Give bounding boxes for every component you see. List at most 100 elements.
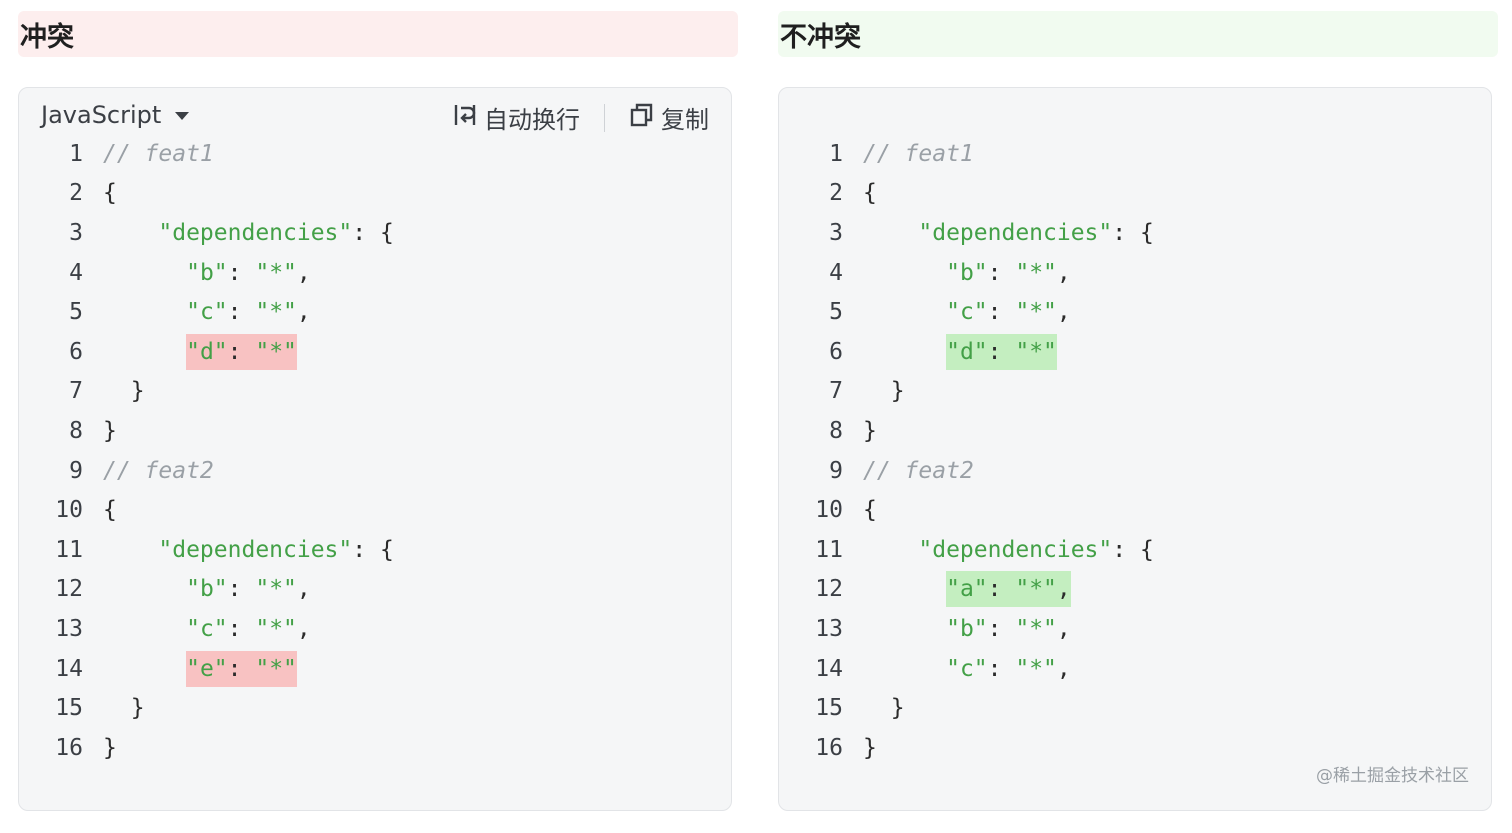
code-punctuation: }	[103, 734, 117, 761]
conflict-code-block: JavaScript 自动换行	[18, 87, 732, 811]
code-text: {	[863, 180, 877, 206]
code-text: {	[103, 180, 117, 206]
code-string: "*"	[255, 576, 297, 603]
code-indent	[103, 260, 186, 286]
code-string: "dependencies"	[158, 219, 353, 246]
code-line: 3 "dependencies": {	[779, 213, 1491, 253]
code-comment: // feat2	[103, 457, 214, 484]
code-string: "*"	[255, 615, 297, 642]
code-punctuation: : {	[1112, 536, 1154, 563]
code-punctuation: }	[863, 734, 877, 761]
code-text: // feat1	[863, 141, 974, 167]
code-line: 7 }	[19, 372, 731, 412]
code-text: "b": "*",	[186, 260, 311, 286]
code-indent	[863, 576, 946, 602]
code-punctuation: ,	[296, 259, 311, 286]
code-line: 6 "d": "*"	[779, 332, 1491, 372]
code-indent	[863, 695, 891, 721]
line-number: 9	[829, 457, 843, 484]
code-line: 8}	[19, 411, 731, 451]
code-line: 1 // feat1	[779, 134, 1491, 174]
code-text: "c": "*",	[946, 299, 1071, 325]
code-text: "b": "*",	[946, 616, 1071, 642]
code-punctuation: :	[227, 615, 256, 642]
code-indent	[103, 616, 186, 642]
code-string: "b"	[186, 259, 228, 286]
code-text: }	[103, 735, 117, 761]
line-number: 7	[69, 378, 83, 405]
code-line: 7 }	[779, 372, 1491, 412]
line-number: 11	[815, 536, 843, 563]
code-string: "c"	[186, 615, 228, 642]
line-number: 5	[69, 299, 83, 326]
code-toolbar: JavaScript 自动换行	[19, 88, 731, 144]
code-text: "c": "*",	[186, 299, 311, 325]
highlighted-code: "e": "*"	[186, 650, 297, 687]
code-string: "c"	[946, 655, 988, 682]
code-text: "dependencies": {	[918, 537, 1153, 563]
word-wrap-label: 自动换行	[484, 106, 580, 134]
line-number: 16	[55, 734, 83, 761]
code-string: "d"	[946, 338, 988, 365]
code-line: 12 "a": "*",	[779, 570, 1491, 610]
language-selector[interactable]: JavaScript	[41, 101, 190, 129]
code-text: "dependencies": {	[158, 537, 393, 563]
code-punctuation: ,	[1056, 576, 1071, 603]
line-number: 15	[815, 695, 843, 722]
code-text: }	[891, 695, 905, 721]
word-wrap-button[interactable]: 自动换行	[452, 100, 580, 135]
code-string: "e"	[186, 655, 228, 682]
code-indent	[103, 695, 131, 721]
code-punctuation: : {	[1112, 219, 1154, 246]
code-string: "*"	[1015, 615, 1057, 642]
code-indent	[863, 339, 946, 365]
code-text: "c": "*",	[946, 656, 1071, 682]
line-number: 7	[829, 378, 843, 405]
code-actions: 自动换行 复制	[452, 100, 709, 135]
line-number: 2	[829, 180, 843, 207]
code-line: 4 "b": "*",	[779, 253, 1491, 293]
line-number: 12	[55, 576, 83, 603]
line-number: 10	[55, 497, 83, 524]
line-number: 8	[69, 417, 83, 444]
code-punctuation: ,	[296, 576, 311, 603]
code-punctuation: {	[863, 180, 877, 207]
code-text: "b": "*",	[186, 576, 311, 602]
code-punctuation: ,	[296, 299, 311, 326]
code-indent	[103, 299, 186, 325]
line-number: 10	[815, 497, 843, 524]
copy-button[interactable]: 复制	[629, 100, 709, 135]
code-punctuation: :	[987, 338, 1016, 365]
code-string: "b"	[946, 615, 988, 642]
code-line: 10{	[779, 490, 1491, 530]
code-string: "*"	[1015, 299, 1057, 326]
code-text: {	[103, 497, 117, 523]
code-punctuation: :	[987, 259, 1016, 286]
code-text: }	[863, 735, 877, 761]
code-string: "c"	[946, 299, 988, 326]
line-number: 5	[829, 299, 843, 326]
code-punctuation: :	[987, 299, 1016, 326]
code-indent	[103, 339, 186, 365]
code-string: "b"	[186, 576, 228, 603]
code-indent	[103, 656, 186, 682]
code-line: 13 "b": "*",	[779, 609, 1491, 649]
line-number: 3	[829, 219, 843, 246]
code-line: 14 "e": "*"	[19, 649, 731, 689]
code-string: "b"	[946, 259, 988, 286]
code-punctuation: : {	[352, 536, 394, 563]
line-number: 13	[55, 615, 83, 642]
code-line: 6 "d": "*"	[19, 332, 731, 372]
watermark: @稀土掘金技术社区	[1316, 766, 1469, 786]
highlighted-code: "d": "*"	[946, 333, 1057, 370]
line-number: 15	[55, 695, 83, 722]
code-string: "*"	[1015, 576, 1057, 603]
code-punctuation: ,	[1056, 259, 1071, 286]
code-line: 11 "dependencies": {	[779, 530, 1491, 570]
line-number: 1	[829, 140, 843, 167]
code-indent	[103, 537, 158, 563]
